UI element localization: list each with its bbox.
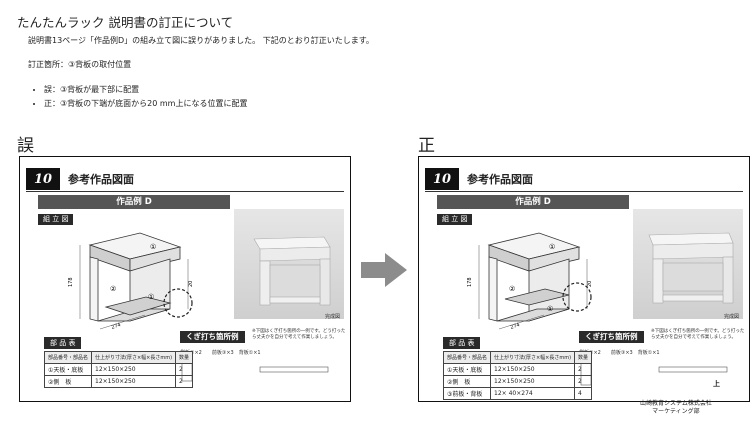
correction-location: 訂正箇所：③背板の取付位置 bbox=[28, 60, 132, 69]
table-header-row: 部品番号・部品名 仕上がり寸法(厚さ×幅×長さmm) 数量 bbox=[442, 351, 593, 364]
part-1-marker: ① bbox=[150, 243, 156, 251]
panel-wrong: 10 参考作品図面 作品例 D 組 立 図 ① ② ① 274 178 20 bbox=[19, 156, 351, 402]
part-2-marker: ② bbox=[110, 285, 116, 293]
parts-tag: 部 品 表 bbox=[443, 337, 481, 349]
header-rule bbox=[26, 191, 344, 192]
header-rule bbox=[425, 191, 743, 192]
part-1-marker-b: ① bbox=[148, 293, 154, 301]
table-row: ②側 板 12×150×250 2 bbox=[442, 375, 593, 388]
table-header-cell: 部品番号・部品名 bbox=[442, 351, 492, 364]
table-cell: 4 bbox=[574, 387, 593, 400]
table-cell: 2 bbox=[574, 363, 593, 376]
section-number: 10 bbox=[26, 168, 60, 190]
table-cell: ①天板・底板 bbox=[442, 363, 492, 376]
assembly-tag: 組 立 図 bbox=[38, 214, 74, 225]
table-cell: 12×150×250 bbox=[490, 375, 576, 388]
dim-20: 20 bbox=[188, 281, 194, 287]
nail-note: ※下図はくぎ打ち箇所の一例です。どう打ったら丈夫かを自分で考えて作業しましょう。 bbox=[252, 329, 346, 340]
highlight-circle bbox=[163, 288, 193, 318]
table-header-cell: 仕上がり寸法(厚さ×幅×長さmm) bbox=[490, 351, 576, 364]
photo-caption: 完成図 bbox=[324, 314, 340, 320]
bullet-correct: 正：③背板の下端が底面から20 mm上になる位置に配置 bbox=[44, 97, 247, 111]
table-header-cell: 数量 bbox=[574, 351, 593, 364]
cabinet-illustration bbox=[648, 232, 734, 304]
nail-tag: くぎ打ち箇所例 bbox=[180, 331, 245, 343]
part-2-marker: ② bbox=[509, 285, 515, 293]
table-row: ①天板・底板 12×150×250 2 bbox=[442, 363, 593, 376]
panel-correct: 10 参考作品図面 作品例 D 組 立 図 ① ② ① 274 178 20 bbox=[418, 156, 750, 402]
department-name: マーケティング部 bbox=[652, 408, 700, 415]
cabinet-illustration bbox=[253, 236, 331, 306]
nail-diagram bbox=[181, 362, 329, 382]
dim-178: 178 bbox=[68, 277, 74, 287]
part-1-marker-b: ① bbox=[547, 305, 553, 313]
example-label: 作品例 D bbox=[38, 195, 230, 209]
stamp-label: 上 bbox=[713, 380, 720, 388]
panel-header: 10 参考作品図面 bbox=[20, 167, 134, 191]
assembly-tag: 組 立 図 bbox=[437, 214, 473, 225]
bullet-wrong: 誤：③背板が最下部に配置 bbox=[44, 83, 247, 97]
example-label: 作品例 D bbox=[437, 195, 629, 209]
section-number: 10 bbox=[425, 168, 459, 190]
nail-note: ※下図はくぎ打ち箇所の一例です。どう打ったら丈夫かを自分で考えて作業しましょう。 bbox=[651, 329, 745, 340]
label-wrong: 誤 bbox=[17, 136, 34, 156]
section-title: 参考作品図面 bbox=[68, 173, 134, 186]
doc-title: たんたんラック 説明書の訂正について bbox=[17, 15, 234, 30]
table-row: ①天板・底板 12×150×250 2 bbox=[43, 363, 194, 376]
table-cell: 12×150×250 bbox=[91, 363, 177, 376]
panel-header: 10 参考作品図面 bbox=[419, 167, 533, 191]
table-row: ②側 板 12×150×250 2 bbox=[43, 375, 194, 388]
table-cell: 12× 40×274 bbox=[490, 387, 576, 400]
nail-desc: 側板②×2 前板③×3 背板①×1 bbox=[180, 350, 261, 356]
dim-178: 178 bbox=[467, 277, 473, 287]
part-1-marker: ① bbox=[549, 243, 555, 251]
dim-20: 20 bbox=[587, 281, 593, 287]
intro-text: 説明書13ページ「作品例D」の組み立て図に誤りがありました。 下記のとおり訂正い… bbox=[28, 36, 374, 45]
table-header-cell: 数量 bbox=[175, 351, 194, 364]
correction-list: 誤：③背板が最下部に配置 正：③背板の下端が底面から20 mm上になる位置に配置 bbox=[32, 83, 247, 111]
table-header-cell: 仕上がり寸法(厚さ×幅×長さmm) bbox=[91, 351, 177, 364]
label-correct: 正 bbox=[418, 136, 435, 156]
assembly-drawing: ① ② ① 274 178 20 bbox=[467, 232, 593, 331]
finished-photo bbox=[633, 209, 743, 319]
table-cell: ①天板・底板 bbox=[43, 363, 93, 376]
parts-table: 部品番号・部品名 仕上がり寸法(厚さ×幅×長さmm) 数量 ①天板・底板 12×… bbox=[442, 351, 593, 400]
table-header-cell: 部品番号・部品名 bbox=[43, 351, 93, 364]
table-cell: 2 bbox=[574, 375, 593, 388]
nail-diagram bbox=[580, 362, 728, 386]
dim-274: 274 bbox=[510, 322, 521, 331]
dim-274: 274 bbox=[111, 322, 122, 331]
table-cell: ②側 板 bbox=[442, 375, 492, 388]
right-arrow-icon bbox=[361, 253, 407, 287]
parts-table: 部品番号・部品名 仕上がり寸法(厚さ×幅×長さmm) 数量 ①天板・底板 12×… bbox=[43, 351, 194, 388]
table-cell: 12×150×250 bbox=[490, 363, 576, 376]
finished-photo bbox=[234, 209, 344, 319]
photo-caption: 完成図 bbox=[723, 314, 739, 320]
table-cell: 12×150×250 bbox=[91, 375, 177, 388]
section-title: 参考作品図面 bbox=[467, 173, 533, 186]
parts-tag: 部 品 表 bbox=[44, 337, 82, 349]
table-row: ③前板・背板 12× 40×274 4 bbox=[442, 387, 593, 400]
highlight-circle bbox=[562, 282, 592, 312]
table-cell: ③前板・背板 bbox=[442, 387, 492, 400]
table-cell: 2 bbox=[175, 375, 194, 388]
table-cell: 2 bbox=[175, 363, 194, 376]
company-name: 山崎教育システム株式会社 bbox=[640, 400, 712, 407]
table-header-row: 部品番号・部品名 仕上がり寸法(厚さ×幅×長さmm) 数量 bbox=[43, 351, 194, 364]
nail-desc: 側板②×2 前板③×3 背板①×1 bbox=[579, 350, 660, 356]
footer: 山崎教育システム株式会社 マーケティング部 bbox=[640, 400, 712, 416]
nail-tag: くぎ打ち箇所例 bbox=[579, 331, 644, 343]
table-cell: ②側 板 bbox=[43, 375, 93, 388]
assembly-drawing: ① ② ① 274 178 20 bbox=[68, 232, 194, 331]
